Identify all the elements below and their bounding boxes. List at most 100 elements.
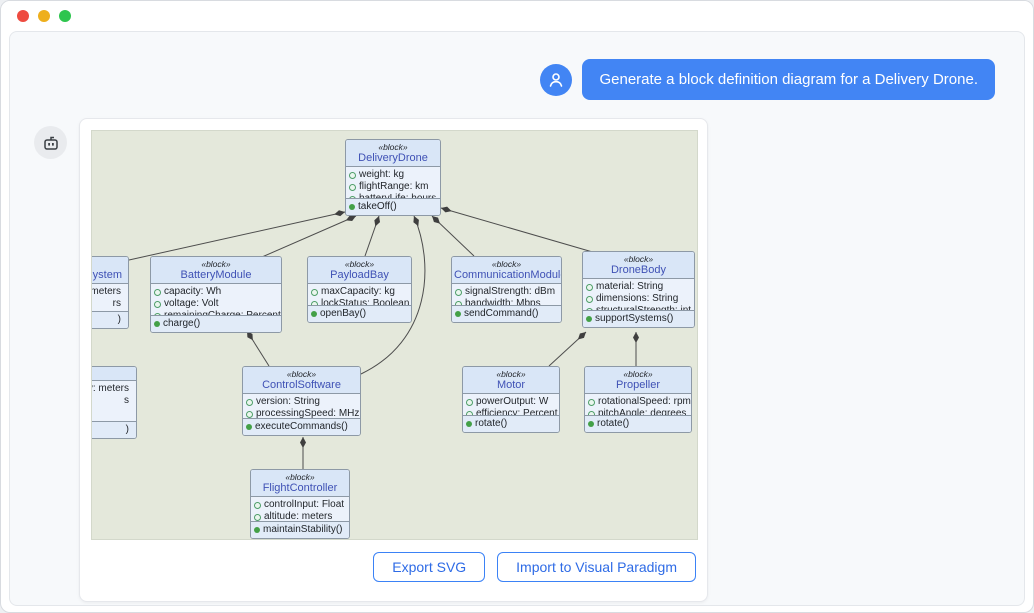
operation-row: ) (117, 314, 121, 325)
attribute-row: s (124, 395, 129, 406)
operation-row: ) (125, 424, 129, 435)
attribute-row: weight: kg (349, 169, 437, 181)
operation-row: rotate() (466, 418, 556, 430)
block-communicationmodule[interactable]: «block» CommunicationModule signalStreng… (451, 256, 562, 323)
attribute-bullet-icon (246, 410, 253, 418)
attribute-bullet-icon (349, 183, 356, 191)
user-message-row: Generate a block definition diagram for … (10, 32, 1024, 100)
diagram-canvas: «block» DeliveryDrone weight: kg flightR… (91, 130, 698, 540)
operation-bullet-icon (588, 421, 594, 427)
block-flightcontroller[interactable]: «block» FlightController controlInput: F… (250, 469, 350, 539)
attribute-row: bandwidth: Mbps (455, 298, 558, 305)
connector-deliverydrone-controlsoftware (360, 215, 426, 375)
content-panel: Generate a block definition diagram for … (9, 31, 1025, 606)
user-icon (550, 72, 563, 87)
block-deliverydrone[interactable]: «block» DeliveryDrone weight: kg flightR… (345, 139, 441, 216)
block-name: DeliveryDrone (358, 152, 428, 164)
attribute-bullet-icon (466, 398, 473, 406)
diagram-card: «block» DeliveryDrone weight: kg flightR… (79, 118, 708, 602)
operation-row: executeCommands() (246, 421, 357, 433)
composition-diamond-icon (633, 332, 639, 343)
block-payloadbay[interactable]: «block» PayloadBay maxCapacity: kg lockS… (307, 256, 412, 323)
composition-diamond-icon (374, 216, 381, 227)
attribute-row: flightRange: km (349, 181, 437, 193)
block-clipped-left-top[interactable]: ystem r: meters rs ) (92, 256, 129, 329)
attribute-row: cy: meters (92, 383, 129, 394)
minimize-window-button[interactable] (38, 10, 50, 22)
block-clipped-left-bottom[interactable]: cy: meters s ) (92, 366, 137, 439)
attribute-bullet-icon (588, 398, 595, 406)
block-name: FlightController (262, 482, 338, 494)
block-stereotype: «block» (344, 259, 375, 269)
close-window-button[interactable] (17, 10, 29, 22)
operation-bullet-icon (349, 204, 355, 210)
attribute-row: voltage: Volt (154, 298, 278, 310)
composition-diamond-icon (247, 331, 253, 341)
operation-row: sendCommand() (455, 308, 558, 320)
block-batterymodule[interactable]: «block» BatteryModule capacity: Wh volta… (150, 256, 282, 333)
attribute-row: processingSpeed: MHz (246, 408, 359, 418)
operation-row: maintainStability() (254, 524, 346, 536)
block-stereotype: «block» (378, 142, 408, 152)
window-titlebar (1, 1, 1033, 31)
import-visual-paradigm-button[interactable]: Import to Visual Paradigm (497, 552, 696, 582)
composition-diamond-icon (413, 216, 419, 227)
attribute-bullet-icon (455, 300, 462, 305)
attribute-bullet-icon (311, 288, 318, 296)
attribute-row: efficiency: Percent (466, 408, 558, 415)
attribute-row: controlInput: Float (254, 499, 346, 511)
attribute-row: dimensions: String (586, 293, 691, 305)
block-stereotype: «block» (491, 259, 522, 269)
attribute-bullet-icon (588, 410, 595, 415)
attribute-bullet-icon (154, 300, 161, 308)
operation-row: supportSystems() (586, 313, 691, 325)
attribute-row: altitude: meters (254, 511, 346, 521)
diagram-actions: Export SVG Import to Visual Paradigm (91, 552, 696, 582)
connector-deliverydrone-clippedsystem (128, 211, 346, 261)
attribute-row: lockStatus: Boolean (311, 298, 409, 305)
composition-diamond-icon (441, 206, 452, 213)
operation-bullet-icon (466, 421, 472, 427)
attribute-bullet-icon (455, 288, 462, 296)
operation-bullet-icon (154, 321, 160, 327)
bot-avatar (34, 126, 67, 159)
composition-diamond-icon (345, 215, 356, 221)
operation-bullet-icon (311, 311, 317, 317)
block-stereotype: «block» (496, 369, 526, 379)
block-dronebody[interactable]: «block» DroneBody material: String dimen… (582, 251, 695, 328)
block-name-fragment: ystem (92, 269, 122, 281)
block-stereotype: «block» (623, 254, 654, 264)
block-motor[interactable]: «block» Motor powerOutput: W efficiency:… (462, 366, 560, 433)
block-controlsoftware[interactable]: «block» ControlSoftware version: String … (242, 366, 361, 436)
operation-bullet-icon (455, 311, 461, 317)
block-stereotype: «block» (286, 369, 317, 379)
attribute-bullet-icon (154, 288, 161, 296)
zoom-window-button[interactable] (59, 10, 71, 22)
block-name: Propeller (615, 379, 661, 391)
operation-row: takeOff() (349, 201, 437, 213)
attribute-row: rs (112, 298, 121, 309)
attribute-row: maxCapacity: kg (311, 286, 408, 298)
export-svg-button[interactable]: Export SVG (373, 552, 486, 582)
composition-diamond-icon (300, 437, 306, 448)
block-name: PayloadBay (330, 269, 389, 281)
attribute-row: powerOutput: W (466, 396, 556, 408)
diagram-connectors (128, 206, 639, 469)
block-name: CommunicationModule (454, 269, 562, 281)
attribute-bullet-icon (586, 307, 593, 310)
block-propeller[interactable]: «block» Propeller rotationalSpeed: rpm p… (584, 366, 692, 433)
attribute-row: version: String (246, 396, 357, 408)
attribute-bullet-icon (349, 171, 356, 179)
operation-bullet-icon (246, 424, 252, 430)
composition-diamond-icon (432, 216, 440, 224)
attribute-bullet-icon (254, 501, 261, 509)
attribute-bullet-icon (586, 283, 593, 291)
attribute-row: structuralStrength: int (586, 305, 691, 310)
connector-deliverydrone-batterymodule (261, 215, 357, 258)
attribute-row: pitchAngle: degrees (588, 408, 688, 415)
operation-row: rotate() (588, 418, 688, 430)
attribute-bullet-icon (254, 513, 261, 521)
operation-bullet-icon (586, 316, 592, 322)
block-stereotype: «block» (285, 472, 315, 482)
